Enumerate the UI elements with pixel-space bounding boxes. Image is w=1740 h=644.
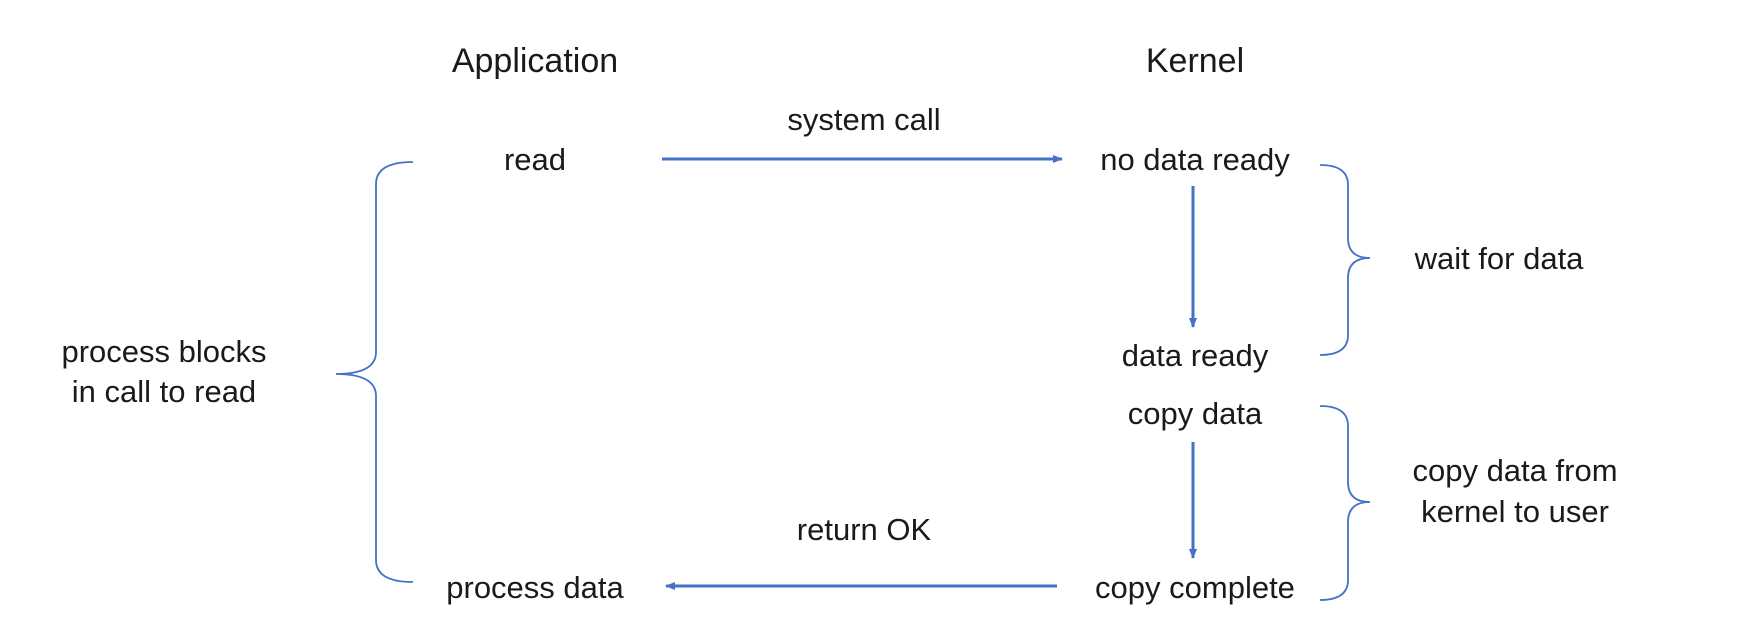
wait-for-data-brace xyxy=(1319,164,1371,356)
copy-data-annotation-line-1: copy data from xyxy=(1412,453,1617,488)
return-ok-label: return OK xyxy=(797,512,932,547)
copy-complete-step: copy complete xyxy=(1095,570,1295,605)
system-call-label: system call xyxy=(787,102,940,137)
copy-data-step: copy data xyxy=(1128,396,1263,431)
process-blocks-annotation-line-2: in call to read xyxy=(72,374,256,409)
data-ready-step: data ready xyxy=(1122,338,1269,373)
read-step: read xyxy=(504,142,566,177)
process-blocks-annotation-line-1: process blocks xyxy=(61,334,266,369)
copy-data-annotation-line-2: kernel to user xyxy=(1421,494,1609,529)
kernel-column-header: Kernel xyxy=(1146,42,1244,80)
process-data-step: process data xyxy=(446,570,624,605)
no-data-ready-step: no data ready xyxy=(1100,142,1290,177)
wait-for-data-annotation: wait for data xyxy=(1414,241,1585,276)
copy-data-brace xyxy=(1319,405,1371,601)
process-blocks-brace xyxy=(335,161,414,583)
application-column-header: Application xyxy=(452,42,618,80)
